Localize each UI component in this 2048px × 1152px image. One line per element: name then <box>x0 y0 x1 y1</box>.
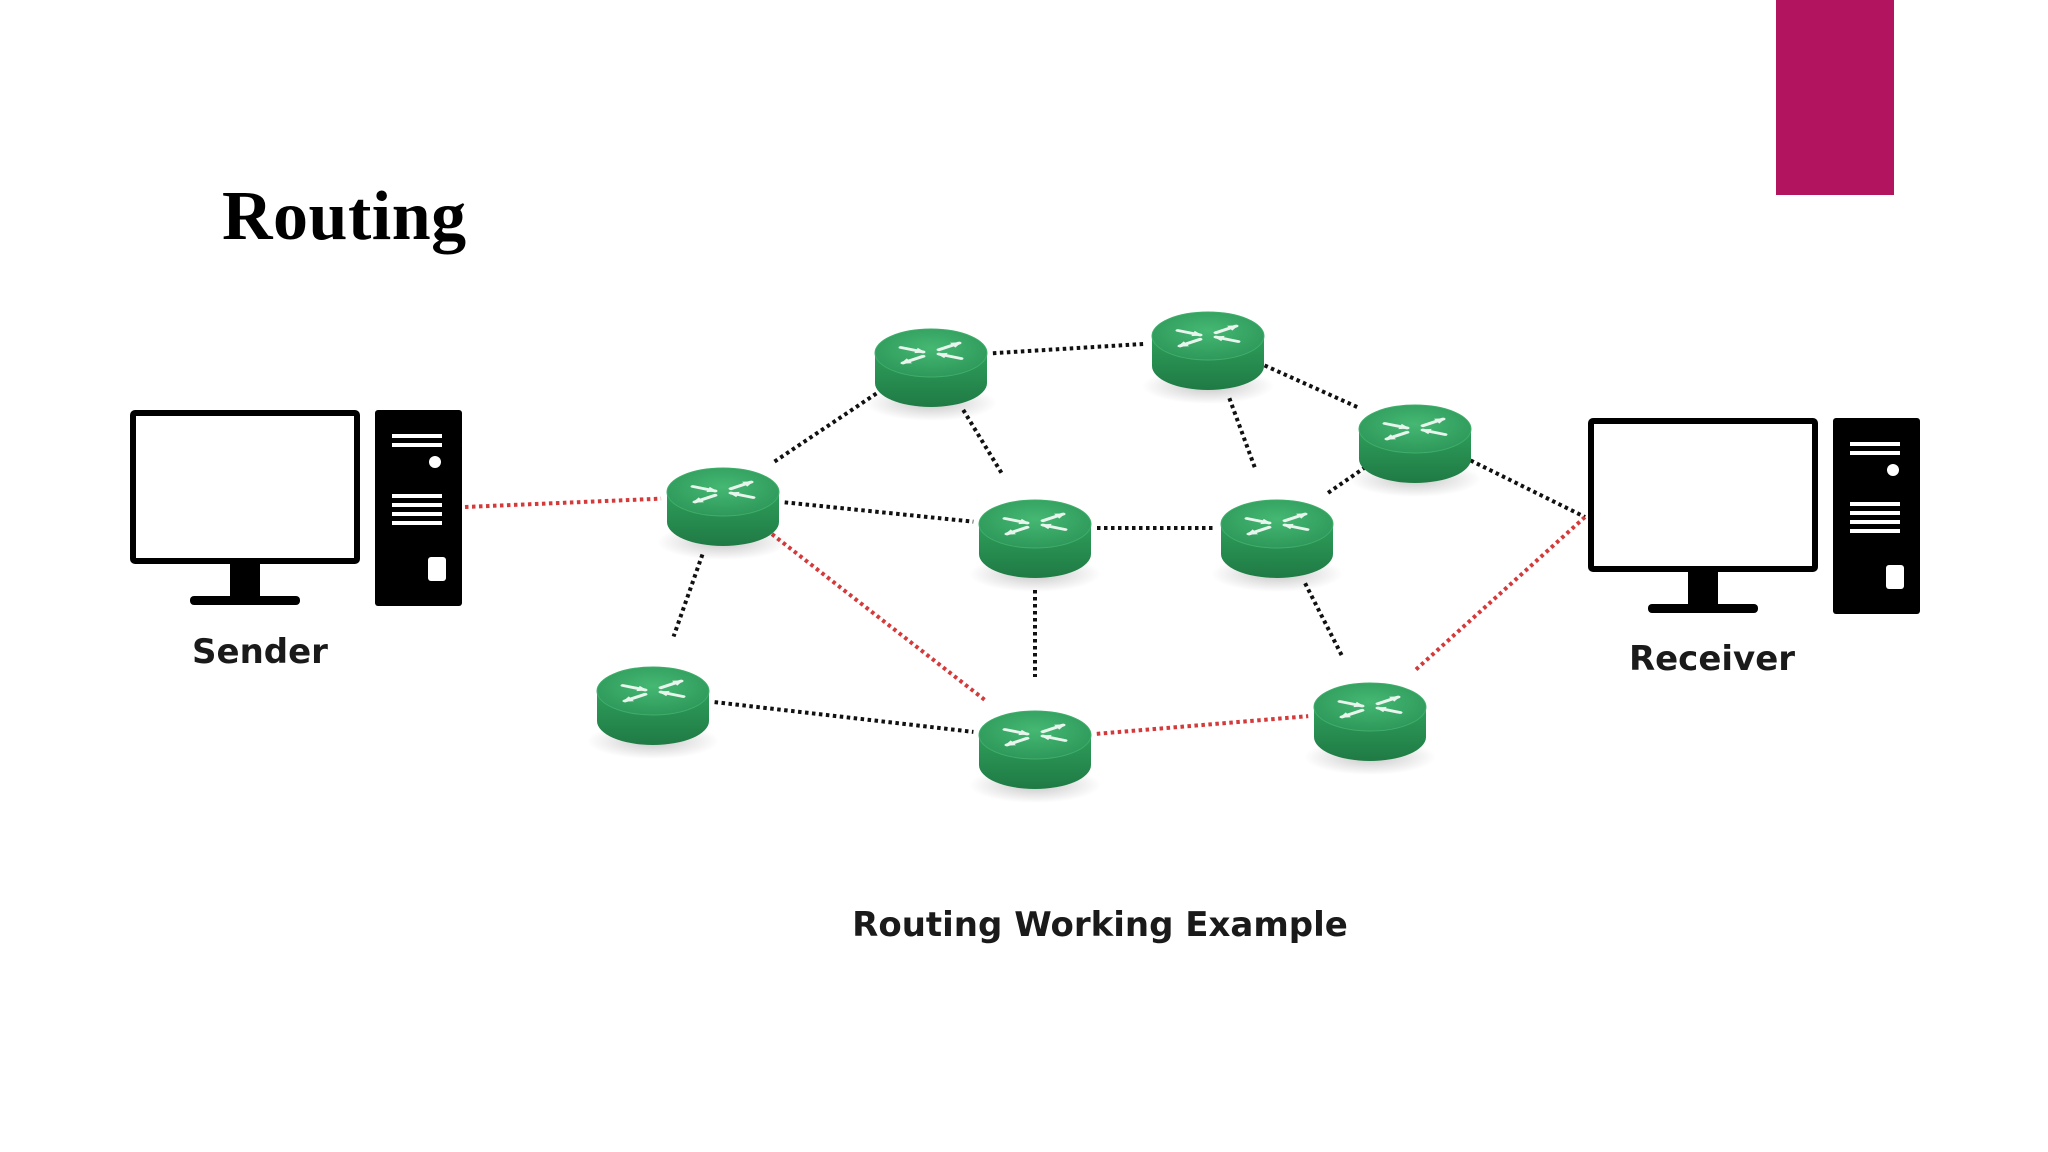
router-arrows-icon <box>1002 512 1068 536</box>
route-link <box>1096 714 1309 736</box>
network-link <box>773 389 881 464</box>
sender-desktop-computer-icon <box>130 410 462 606</box>
routers-layer <box>587 311 1481 803</box>
network-link <box>1227 397 1258 471</box>
router-r4 <box>1349 404 1481 497</box>
network-link <box>1263 363 1360 410</box>
sender-label: Sender <box>192 632 328 672</box>
router-r9 <box>1304 682 1436 775</box>
router-r1 <box>657 467 789 560</box>
router-r2 <box>865 328 997 421</box>
router-arrows-icon <box>1002 723 1068 747</box>
route-link <box>1414 515 1587 671</box>
links-layer <box>464 341 1587 736</box>
receiver-desktop-computer-icon <box>1588 418 1920 614</box>
router-arrows-icon <box>1337 695 1403 719</box>
network-link <box>671 553 705 638</box>
router-r5 <box>969 499 1101 592</box>
network-link <box>1303 582 1344 657</box>
receiver-label: Receiver <box>1629 639 1795 679</box>
network-link <box>1469 458 1586 519</box>
route-link <box>464 496 662 509</box>
router-r6 <box>1211 499 1343 592</box>
slide-title: Routing <box>222 178 467 255</box>
router-arrows-icon <box>620 679 686 703</box>
router-arrows-icon <box>1244 512 1310 536</box>
router-r7 <box>587 666 719 759</box>
network-link <box>784 500 974 524</box>
network-link <box>714 700 974 734</box>
router-arrows-icon <box>1382 417 1448 441</box>
network-link <box>992 341 1147 356</box>
diagram-caption: Routing Working Example <box>852 905 1348 945</box>
router-r8 <box>969 710 1101 803</box>
accent-bar <box>1776 0 1894 195</box>
router-arrows-icon <box>1175 324 1241 348</box>
route-link <box>770 532 988 703</box>
router-arrows-icon <box>898 341 964 365</box>
network-link <box>961 408 1005 477</box>
router-r3 <box>1142 311 1274 404</box>
router-arrows-icon <box>690 480 756 504</box>
devices-layer: Sender Receiver <box>130 410 1920 679</box>
